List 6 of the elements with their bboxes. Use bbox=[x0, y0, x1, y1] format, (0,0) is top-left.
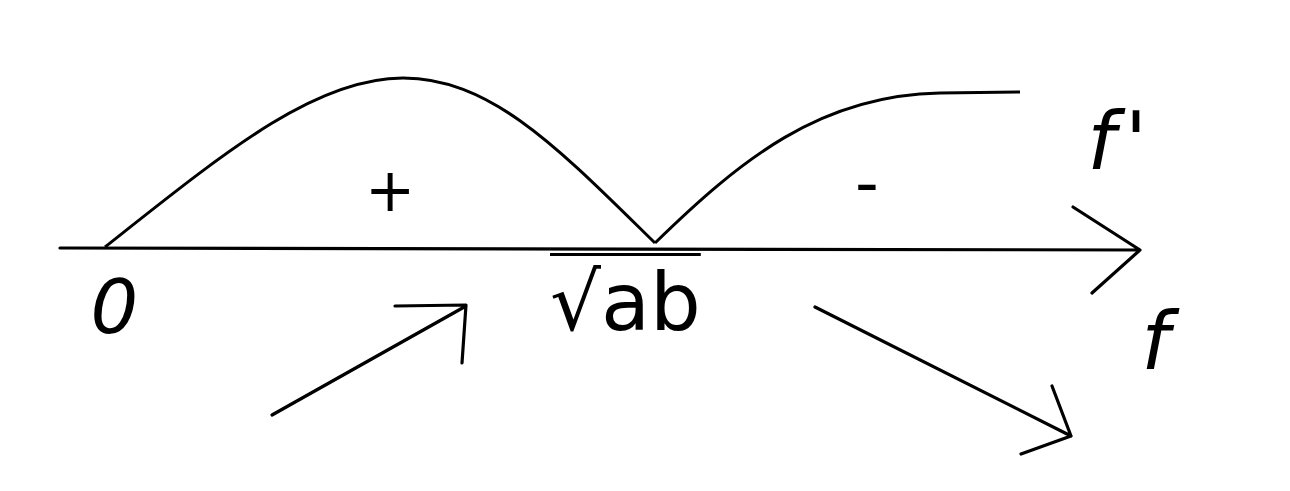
square-root-tick-label: √ab bbox=[550, 263, 701, 343]
function-label: f bbox=[1130, 302, 1181, 382]
plus-sign-label: + bbox=[365, 160, 416, 220]
minus-sign-label: - bbox=[855, 150, 879, 216]
derivative-label: f' bbox=[1086, 102, 1158, 182]
zero-tick-label: 0 bbox=[89, 270, 140, 345]
